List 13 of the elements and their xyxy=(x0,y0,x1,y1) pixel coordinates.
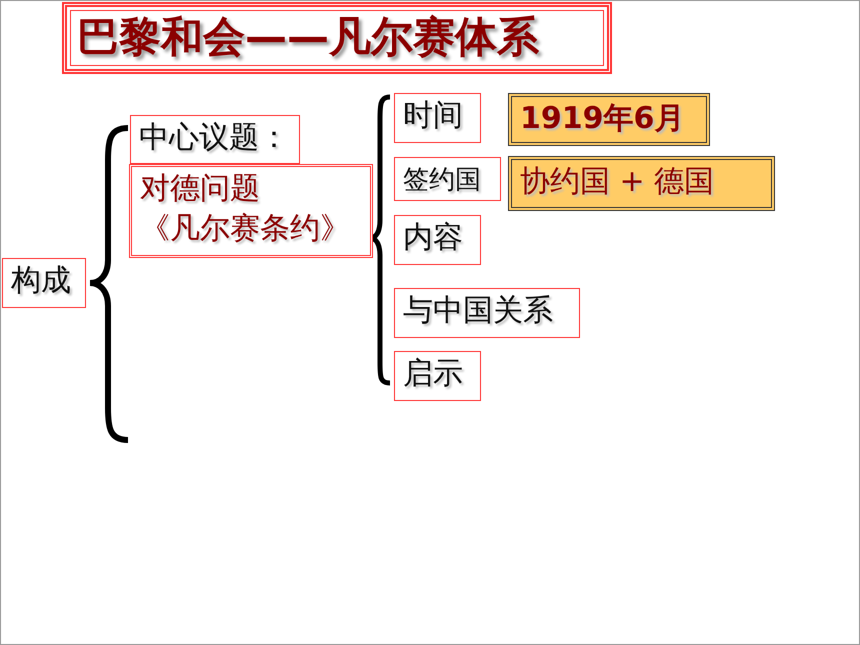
heading: 对德问题 xyxy=(140,170,261,208)
topic-box: 签约国 xyxy=(394,157,501,201)
topic-box: 启示 xyxy=(394,351,481,401)
topic-box: 中心议题： xyxy=(130,115,300,164)
answer-box: 协约国 + 德国 xyxy=(508,156,775,211)
label-box: 构成 xyxy=(2,258,86,308)
topic-box: 与中国关系 xyxy=(394,288,580,338)
topic-box: 内容 xyxy=(394,215,481,265)
topic-box xyxy=(129,164,373,258)
text: 《凡尔赛条约》 xyxy=(140,210,351,248)
answer-box: 1919年6月 xyxy=(508,93,710,146)
title: 巴黎和会——凡尔赛体系 xyxy=(62,2,612,74)
topic-box: 时间 xyxy=(394,93,481,143)
